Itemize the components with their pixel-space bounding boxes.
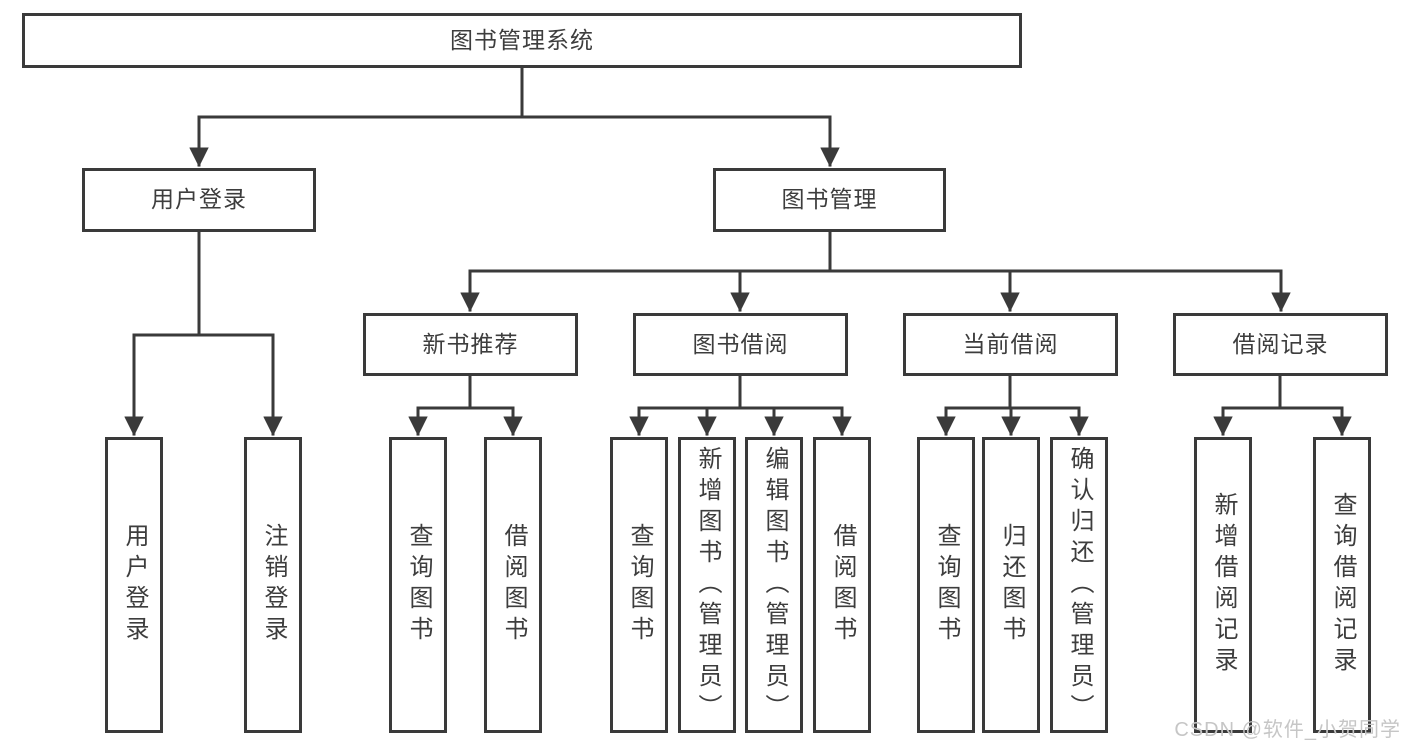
leaf-query-borrow-record-label: 查询借阅记录	[1329, 492, 1356, 678]
leaf-query-books-borrow: 查询图书	[610, 437, 668, 733]
leaf-query-books-borrow-label: 查询图书	[626, 523, 653, 647]
leaf-logout-label: 注销登录	[260, 523, 287, 647]
leaf-query-books-recommend-label: 查询图书	[405, 523, 432, 647]
node-borrow-records: 借阅记录	[1173, 313, 1388, 376]
leaf-borrow-books-recommend-label: 借阅图书	[500, 523, 527, 647]
csdn-watermark: CSDN @软件_小贺同学	[1174, 719, 1401, 741]
leaf-query-books-current-label: 查询图书	[933, 523, 960, 647]
leaf-edit-book-admin-label: 编辑图书（管理员）	[761, 445, 788, 725]
leaf-add-book-admin: 新增图书（管理员）	[678, 437, 736, 733]
node-current-borrow: 当前借阅	[903, 313, 1118, 376]
node-current-borrow-label: 当前借阅	[962, 330, 1059, 357]
node-library-system: 图书管理系统	[22, 13, 1022, 68]
leaf-confirm-return-admin-label: 确认归还（管理员）	[1066, 445, 1093, 725]
leaf-add-borrow-record-label: 新增借阅记录	[1210, 492, 1237, 678]
leaf-borrow-books: 借阅图书	[813, 437, 871, 733]
node-library-system-label: 图书管理系统	[450, 26, 594, 53]
leaf-return-books: 归还图书	[982, 437, 1040, 733]
leaf-logout: 注销登录	[244, 437, 302, 733]
leaf-query-books-recommend: 查询图书	[389, 437, 447, 733]
node-new-book-recommend-label: 新书推荐	[422, 330, 519, 357]
node-user-login-label: 用户登录	[151, 186, 247, 213]
node-borrow-records-label: 借阅记录	[1232, 330, 1329, 357]
node-book-management-label: 图书管理	[781, 186, 878, 213]
leaf-return-books-label: 归还图书	[998, 523, 1025, 647]
node-new-book-recommend: 新书推荐	[363, 313, 578, 376]
leaf-query-books-current: 查询图书	[917, 437, 975, 733]
leaf-borrow-books-recommend: 借阅图书	[484, 437, 542, 733]
leaf-query-borrow-record: 查询借阅记录	[1313, 437, 1371, 733]
leaf-user-login-label: 用户登录	[121, 523, 148, 647]
node-book-borrow-label: 图书借阅	[692, 330, 789, 357]
node-book-borrow: 图书借阅	[633, 313, 848, 376]
leaf-borrow-books-label: 借阅图书	[829, 523, 856, 647]
leaf-add-borrow-record: 新增借阅记录	[1194, 437, 1252, 733]
node-book-management: 图书管理	[713, 168, 946, 232]
leaf-user-login: 用户登录	[105, 437, 163, 733]
leaf-edit-book-admin: 编辑图书（管理员）	[745, 437, 803, 733]
leaf-confirm-return-admin: 确认归还（管理员）	[1050, 437, 1108, 733]
leaf-add-book-admin-label: 新增图书（管理员）	[694, 445, 721, 725]
node-user-login: 用户登录	[82, 168, 316, 232]
